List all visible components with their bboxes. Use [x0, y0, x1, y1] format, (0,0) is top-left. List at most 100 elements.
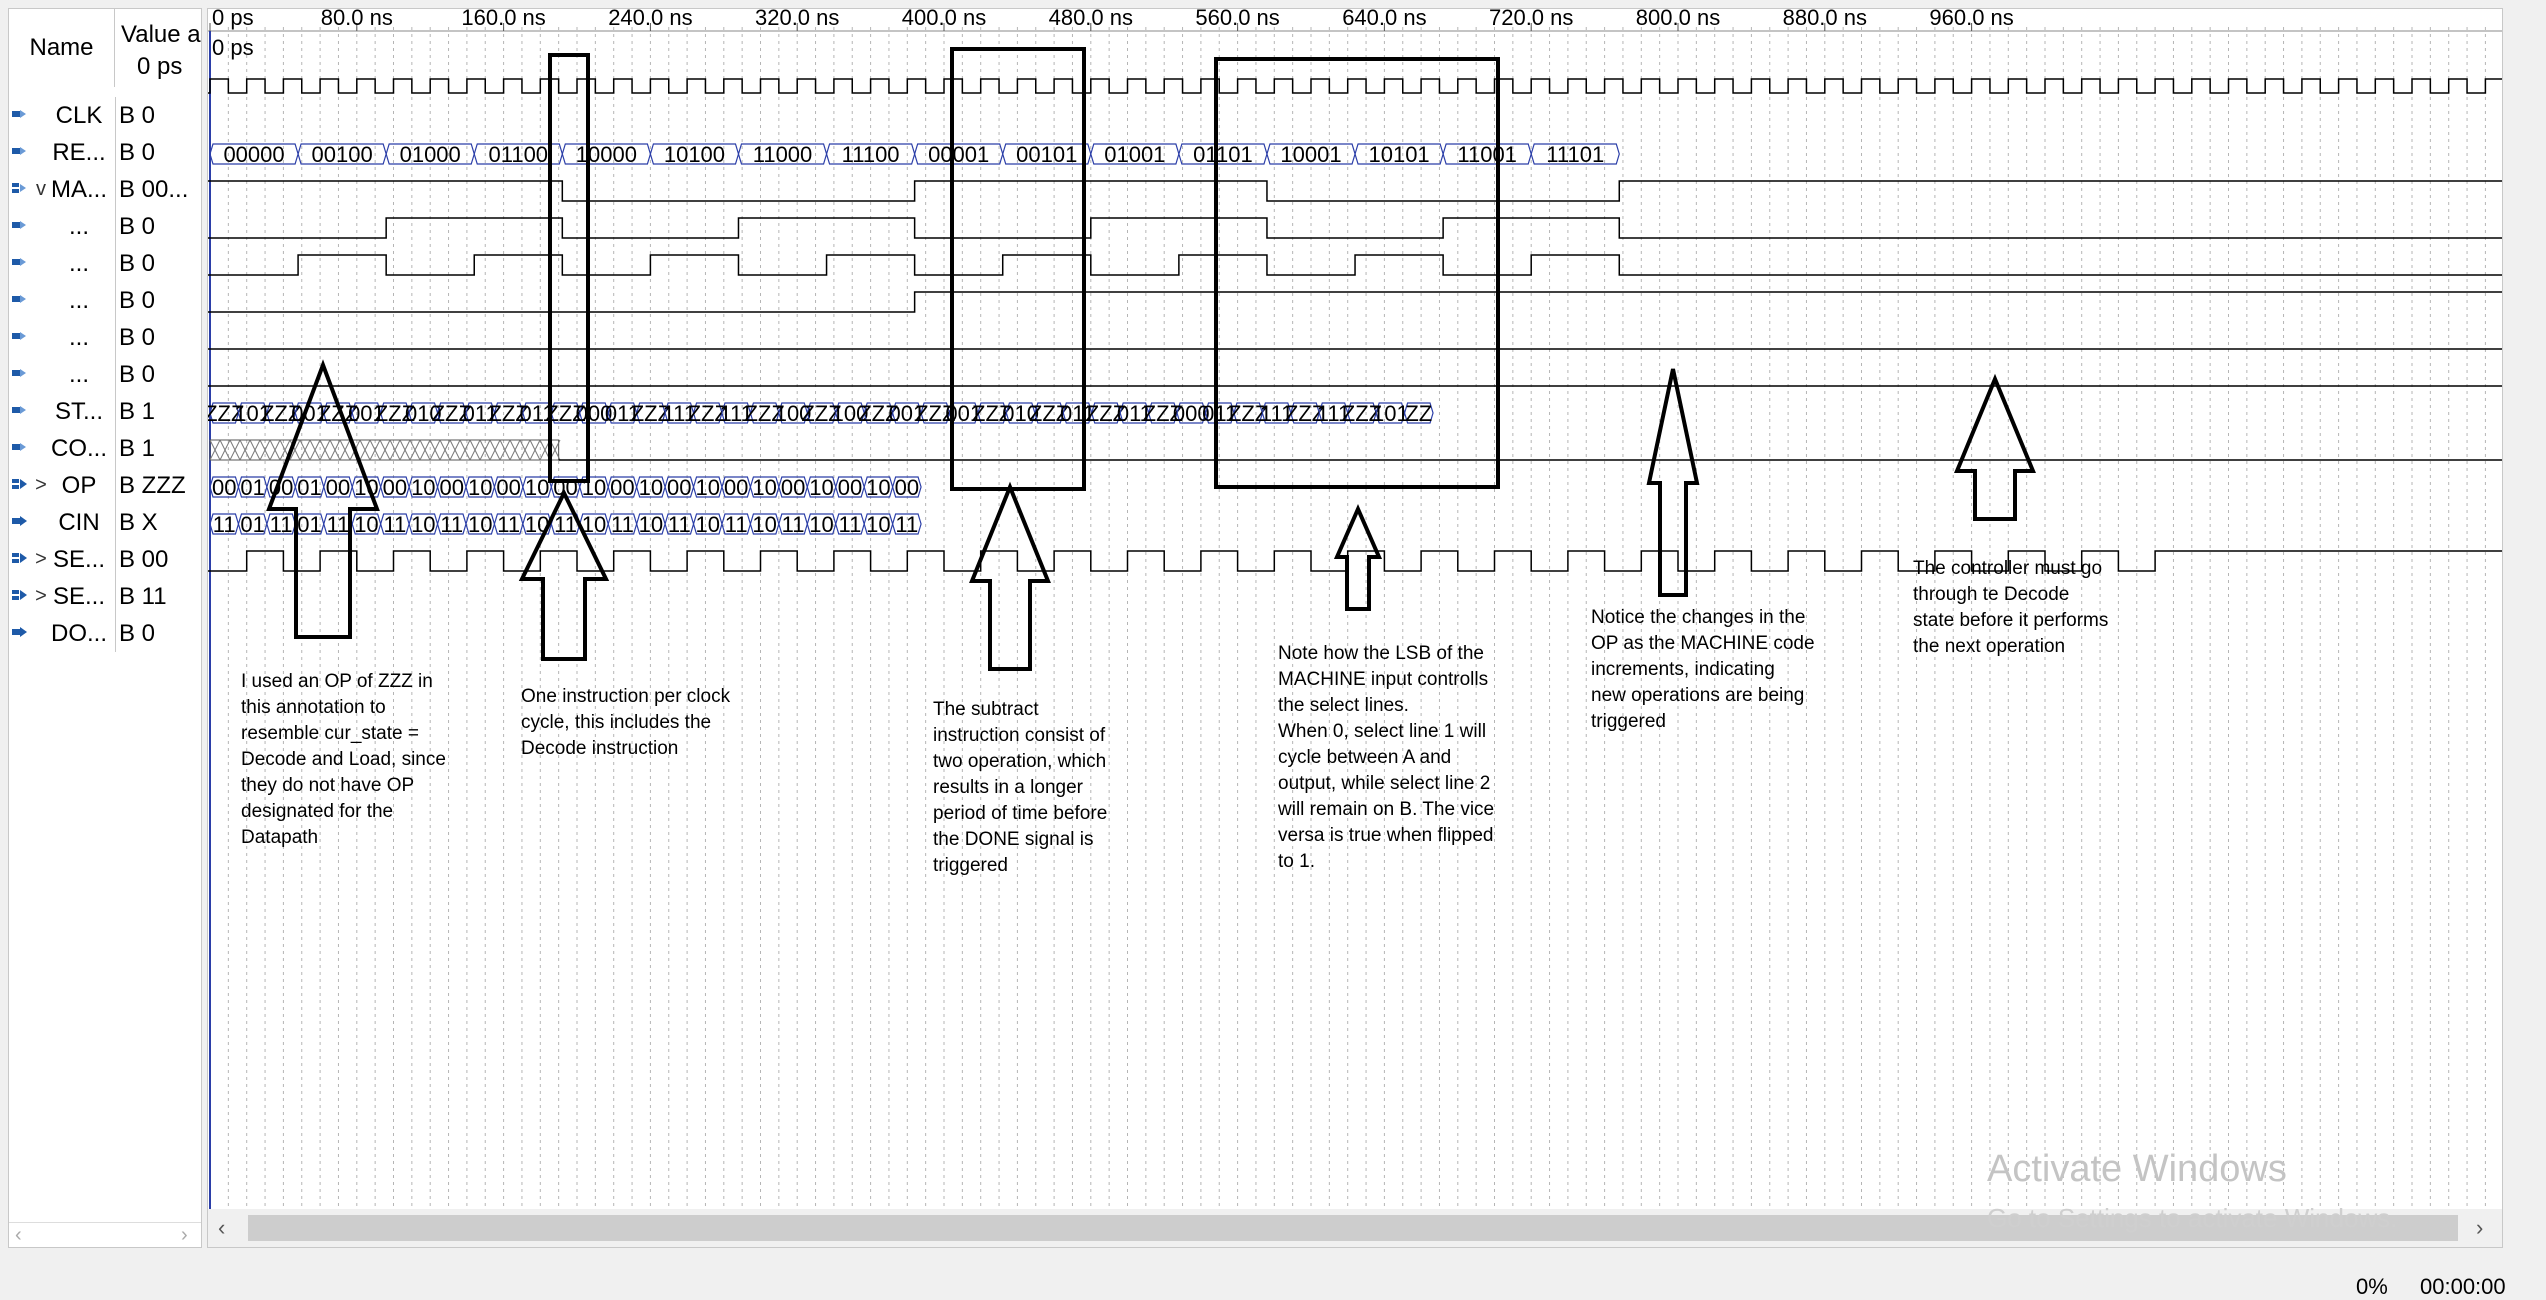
signal-row[interactable]: DO...B 0 [9, 615, 201, 652]
signal-value: B X [119, 509, 158, 536]
signal-row[interactable]: >SE...B 11 [9, 578, 201, 615]
column-divider [115, 393, 116, 430]
sel1-bus-value: 10 [639, 475, 663, 500]
scroll-right-arrow-icon[interactable]: › [2476, 1215, 2484, 1240]
signal-value: B 1 [119, 435, 156, 462]
expand-toggle-icon[interactable]: > [35, 585, 47, 607]
signal-row[interactable]: ...B 0 [9, 282, 201, 319]
sel2-bus-value: 11 [440, 512, 463, 537]
bus-output-icon [12, 590, 27, 600]
scrollbar-thumb[interactable] [248, 1215, 2458, 1241]
ruler-tick-label: 320.0 ns [755, 9, 839, 30]
signal-row[interactable]: CIN B X [9, 504, 201, 541]
signal-row[interactable]: > OP B ZZZ [9, 467, 201, 504]
cin-hatch [499, 439, 511, 461]
op-bus-value: ZZZ [744, 401, 784, 426]
ruler-tick-label: 880.0 ns [1783, 9, 1867, 30]
expand-toggle-icon[interactable]: > [35, 548, 47, 570]
arrow-icon [266, 359, 380, 639]
sel1-bus-value: 00 [496, 475, 520, 500]
cin-hatch [359, 439, 371, 461]
column-divider [115, 282, 116, 319]
bus-output-icon [12, 479, 27, 489]
signal-row[interactable]: ...B 0 [9, 245, 201, 282]
value-column-header[interactable]: Value a 0 ps [115, 9, 201, 87]
signal-value: B ZZZ [119, 472, 186, 499]
signal-name: ... [68, 324, 89, 351]
signal-name: CO... [50, 435, 107, 462]
cin-hatch [259, 439, 271, 461]
scroll-left-arrow-icon[interactable]: ‹ [218, 1215, 226, 1240]
ruler-tick-label: 720.0 ns [1489, 9, 1573, 30]
cin-hatch [219, 439, 231, 461]
input-pin-icon [12, 147, 26, 155]
sel1-bus-value: 00 [667, 475, 691, 500]
cursor-time-label: 0 ps [212, 35, 254, 60]
signal-row[interactable]: >SE...B 00 [9, 541, 201, 578]
expand-toggle-icon[interactable]: > [35, 474, 47, 496]
ruler-tick-label: 480.0 ns [1049, 9, 1133, 30]
op-bus-value: ZZZ [858, 401, 898, 426]
signal-row[interactable]: ...B 0 [9, 356, 201, 393]
column-divider [115, 97, 116, 134]
scroll-right-icon[interactable]: › [181, 1224, 188, 1246]
sel2-bus-value: 11 [213, 512, 236, 537]
signal-name: CIN [58, 509, 100, 536]
signal-row[interactable]: CO... B 1 [9, 430, 201, 467]
activate-windows-subtitle: Go to Settings to activate Windows. [1987, 1203, 2398, 1233]
arrow-icon [518, 488, 610, 661]
sel1-bus-value: 01 [297, 475, 321, 500]
machine-bus-value: 01000 [400, 142, 461, 167]
op-bus-value: 010 [1002, 401, 1039, 426]
sel1-bus-value: 00 [326, 475, 350, 500]
op-bus-value: 000 [576, 401, 613, 426]
cin-hatch [519, 439, 531, 461]
signal-value: B 0 [119, 287, 156, 314]
output-pin-icon [12, 516, 27, 526]
sel1-bus-value: 01 [240, 475, 264, 500]
digital-wave [208, 550, 2502, 572]
signal-name: ST... [54, 398, 103, 425]
waveform-horizontal-scrollbar[interactable]: ‹ › [208, 1209, 2502, 1247]
signal-row[interactable]: ...B 0 [9, 319, 201, 356]
sel1-bus-value: 10 [582, 475, 606, 500]
machine-bus-value: 11001 [1457, 142, 1517, 167]
ruler-tick-label: 0 ps [212, 9, 254, 30]
sel1-bus-value: 10 [809, 475, 833, 500]
digital-wave [208, 180, 2502, 202]
input-pin-icon [12, 221, 26, 229]
op-bus-value: ZZ [1405, 401, 1432, 426]
ruler-tick-label: 160.0 ns [461, 9, 545, 30]
op-bus-value: 111 [719, 401, 752, 426]
arrow-icon [1646, 368, 1700, 597]
op-bus-value: ZZZ [972, 401, 1012, 426]
signal-row[interactable]: ...B 0 [9, 208, 201, 245]
op-bus-value: ZZZ [1143, 401, 1183, 426]
op-bus-value: 000 [1173, 401, 1210, 426]
scroll-left-icon[interactable]: ‹ [15, 1224, 22, 1246]
value-header-label: Value a [121, 21, 201, 48]
bus-output-icon [12, 553, 27, 563]
left-horizontal-scrollbar[interactable]: ‹ › [9, 1222, 201, 1247]
clock-wave [208, 78, 2502, 94]
op-bus-value: 101 [1372, 401, 1409, 426]
sel1-bus-segment [891, 476, 922, 498]
expand-toggle-icon[interactable]: v [36, 178, 46, 200]
name-column-header[interactable]: Name [9, 9, 115, 87]
signal-row[interactable]: ST...B 1 [9, 393, 201, 430]
signal-name: OP [61, 472, 97, 499]
op-bus-value: 101 [234, 401, 271, 426]
annotation-box [950, 47, 1086, 491]
progress-percent: 0% [2356, 1274, 2388, 1299]
signal-row[interactable]: RE...B 0 [9, 134, 201, 171]
signal-value: B 11 [119, 583, 167, 610]
op-bus-value: 011 [463, 401, 498, 426]
cin-hatch [379, 439, 391, 461]
signal-name: ... [68, 250, 89, 277]
cin-hatch [229, 439, 241, 461]
signal-value: B 0 [119, 361, 156, 388]
machine-bus-segment [1530, 143, 1620, 165]
